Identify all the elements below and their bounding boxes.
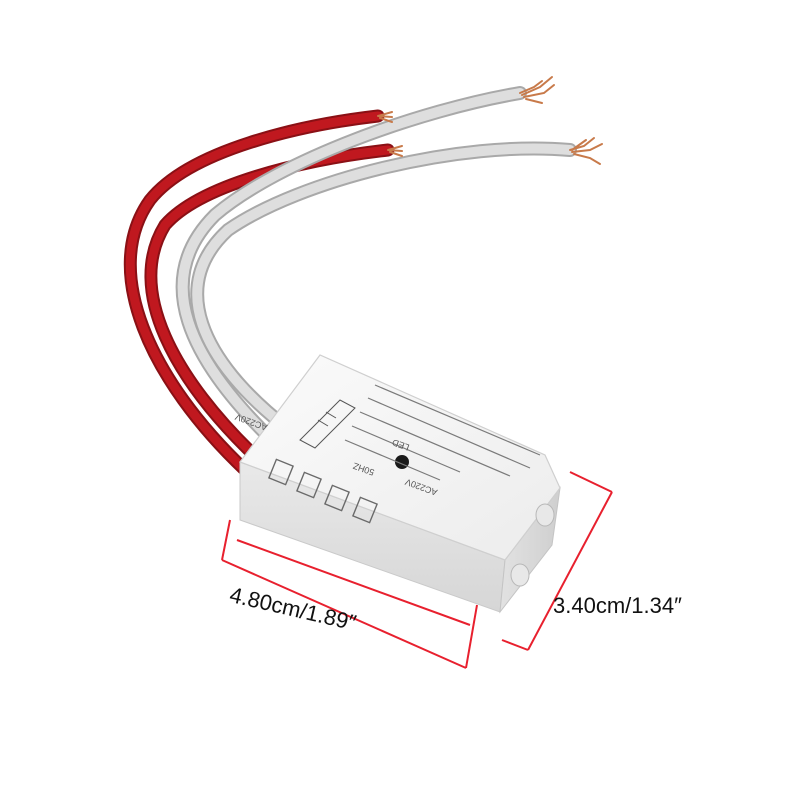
housing-title-print	[267, 458, 379, 524]
housing-print-lines	[344, 384, 541, 481]
height-dimension-label: 3.40cm/1.34″	[553, 593, 682, 618]
wire-red-outer	[123, 109, 385, 477]
width-dimension-line	[221, 519, 478, 669]
wire-white-lower	[190, 141, 577, 435]
socket-hole	[510, 563, 530, 587]
socket-hole	[535, 503, 555, 527]
copper-strands-icon	[377, 76, 603, 165]
height-dimension-line	[501, 471, 613, 651]
wire-white-upper	[175, 86, 527, 447]
wiring-diagram-icon	[299, 399, 356, 449]
